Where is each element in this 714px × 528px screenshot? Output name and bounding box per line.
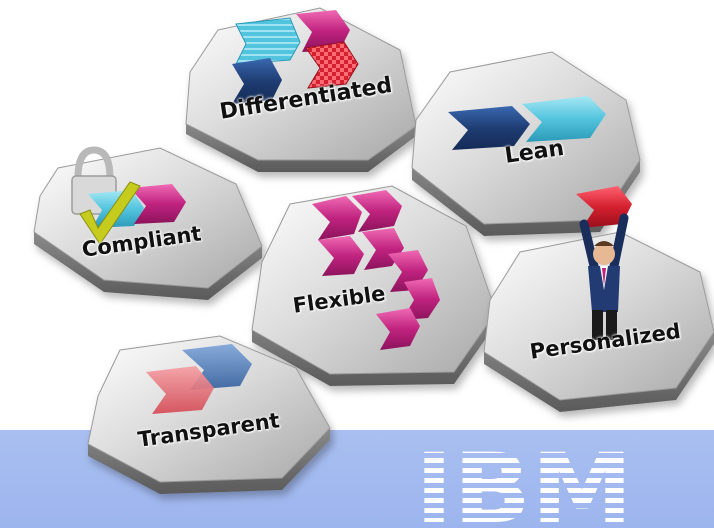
ibm-logo: IBM [415, 448, 633, 526]
chevron-snake-flexible [312, 190, 440, 350]
chevron-pair-transparent [146, 344, 252, 414]
chevron-pair-lean [448, 96, 606, 150]
hexagon-tile-flexible [251, 185, 497, 386]
checkmark-icon [79, 181, 141, 245]
businessman-figure [576, 186, 632, 340]
hexagon-tile-differentiated [185, 7, 417, 172]
hexagon-tile-compliant [33, 147, 263, 300]
ibm-logo-text: IBM [415, 448, 633, 526]
chevron-cluster-differentiated [232, 10, 359, 104]
